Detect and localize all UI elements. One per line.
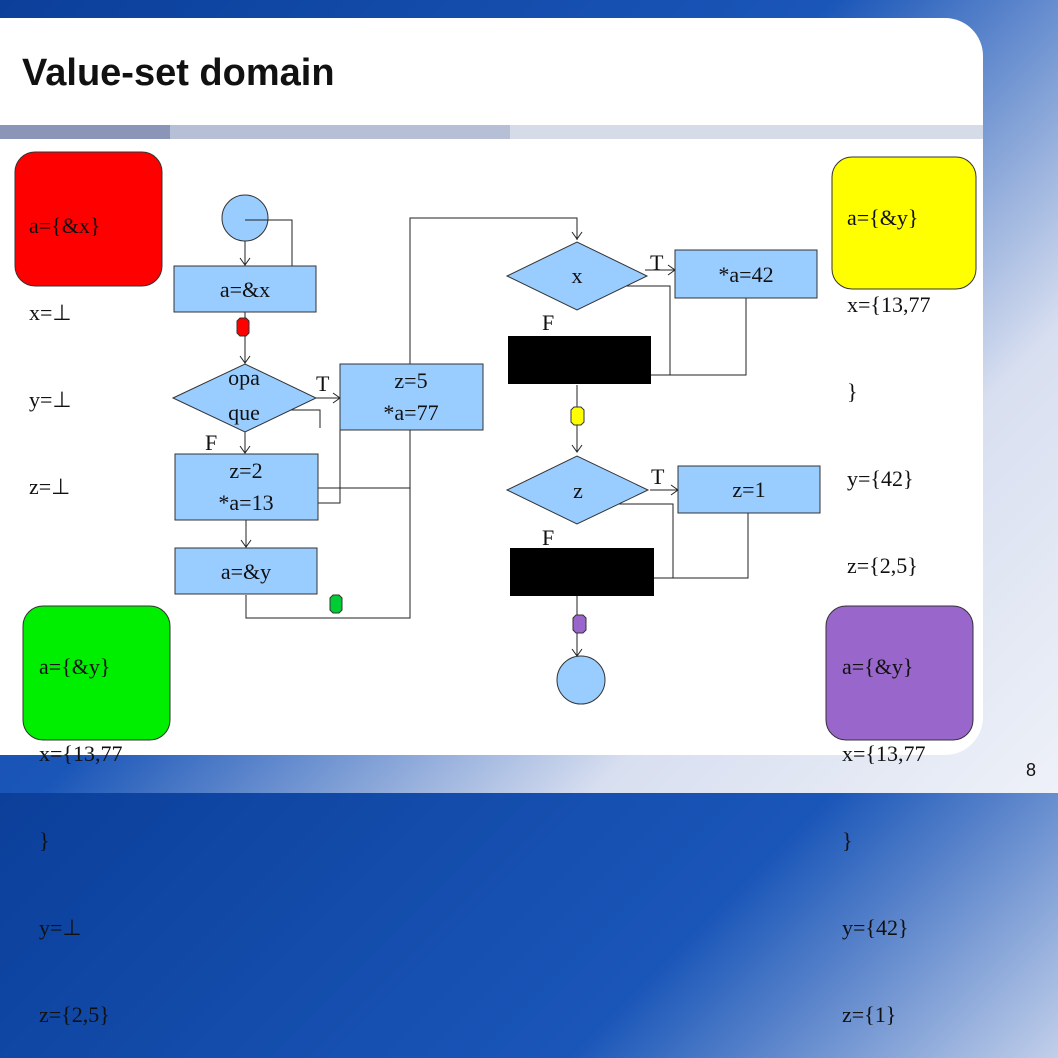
state-line: y={42} bbox=[847, 466, 914, 491]
node-star-a-42 bbox=[674, 249, 818, 299]
state-line: a={&y} bbox=[847, 205, 919, 230]
state-line: } bbox=[39, 828, 50, 853]
arrowhead bbox=[571, 444, 583, 453]
edge-label-opaque-false: F bbox=[205, 430, 217, 455]
title-rule-segment bbox=[0, 125, 170, 139]
state-line: x=⊥ bbox=[29, 300, 72, 325]
state-line: a={&x} bbox=[29, 213, 101, 238]
edge bbox=[654, 513, 749, 579]
node-label-a13: *a=13 bbox=[218, 490, 273, 515]
arrowhead bbox=[571, 231, 583, 240]
node-a-eq-addr-x bbox=[173, 265, 317, 313]
edges bbox=[244, 217, 749, 656]
arrowhead bbox=[239, 355, 251, 364]
node-a-eq-addr-y bbox=[174, 547, 318, 595]
state-box-yellow bbox=[831, 156, 977, 290]
edge-label-opaque-true: T bbox=[316, 371, 330, 396]
node-label-z2: z=2 bbox=[229, 458, 262, 483]
redacted-node bbox=[508, 336, 651, 384]
state-line: } bbox=[847, 379, 858, 404]
state-line: a={&y} bbox=[39, 654, 111, 679]
title-rule-segment bbox=[170, 125, 510, 139]
node-label-z-eq-1: z=1 bbox=[732, 477, 765, 502]
start-node bbox=[221, 194, 269, 242]
state-line: x={13,77 bbox=[847, 292, 931, 317]
state-line: y=⊥ bbox=[39, 915, 82, 940]
node-label-a-eq-addr-x: a=&x bbox=[220, 277, 270, 302]
title-rule-segment bbox=[510, 125, 983, 139]
edge-label-x-false: F bbox=[542, 310, 554, 335]
state-text-green: a={&y} x={13,77 } y=⊥ z={2,5} bbox=[39, 594, 122, 1058]
slide-number: 8 bbox=[1025, 760, 1036, 780]
edge-label-x-true: T bbox=[650, 250, 664, 275]
arrowhead bbox=[239, 445, 251, 454]
state-text-purple: a={&y} x={13,77 } y={42} z={1} bbox=[842, 594, 925, 1058]
state-line: a={&y} bbox=[842, 654, 914, 679]
edge-label-z-true: T bbox=[651, 464, 665, 489]
arrowhead bbox=[240, 539, 252, 548]
edge bbox=[650, 298, 747, 376]
state-line: y=⊥ bbox=[29, 387, 72, 412]
node-label-z: z bbox=[573, 478, 583, 503]
node-label-opaque-1: opa bbox=[228, 365, 260, 390]
marker-yellow bbox=[570, 406, 585, 426]
edge-label-z-false: F bbox=[542, 525, 554, 550]
end-node bbox=[556, 655, 606, 705]
arrowhead bbox=[239, 257, 251, 266]
slide-title: Value-set domain bbox=[22, 52, 335, 94]
node-label-opaque-2: que bbox=[228, 400, 260, 425]
state-line: x={13,77 bbox=[842, 741, 926, 766]
state-line: x={13,77 bbox=[39, 741, 123, 766]
state-line: y={42} bbox=[842, 915, 909, 940]
state-line: z=⊥ bbox=[29, 474, 71, 499]
marker-green bbox=[329, 594, 343, 614]
decision-z bbox=[505, 455, 650, 525]
state-box-green bbox=[22, 605, 171, 741]
node-label-x: x bbox=[572, 263, 583, 288]
state-line: z={1} bbox=[842, 1002, 897, 1027]
arrowhead bbox=[571, 648, 583, 657]
flow-diagram: a=&x opa que z=5 *a=77 z=2 *a=13 a=&y x … bbox=[14, 151, 977, 741]
node-z5-a77 bbox=[339, 363, 484, 431]
node-z-eq-1 bbox=[677, 465, 821, 514]
state-text-red: a={&x} x=⊥ y=⊥ z=⊥ bbox=[29, 153, 100, 530]
state-line: z={2,5} bbox=[847, 553, 918, 578]
redacted-node bbox=[510, 548, 654, 596]
state-line: z={2,5} bbox=[39, 1002, 110, 1027]
marker-purple bbox=[572, 614, 587, 634]
node-label-z5: z=5 bbox=[394, 368, 427, 393]
node-label-star-a-42: *a=42 bbox=[718, 262, 773, 287]
node-label-a-eq-addr-y: a=&y bbox=[221, 559, 271, 584]
decision-opaque bbox=[171, 363, 318, 433]
state-line: } bbox=[842, 828, 853, 853]
state-box-purple bbox=[825, 605, 974, 741]
decision-x bbox=[505, 241, 649, 311]
state-text-yellow: a={&y} x={13,77 } y={42} z={2,5} bbox=[847, 145, 930, 609]
node-label-a77: *a=77 bbox=[383, 400, 438, 425]
node-z2-a13 bbox=[174, 453, 319, 521]
marker-red bbox=[236, 317, 250, 337]
state-box-red bbox=[14, 151, 163, 287]
